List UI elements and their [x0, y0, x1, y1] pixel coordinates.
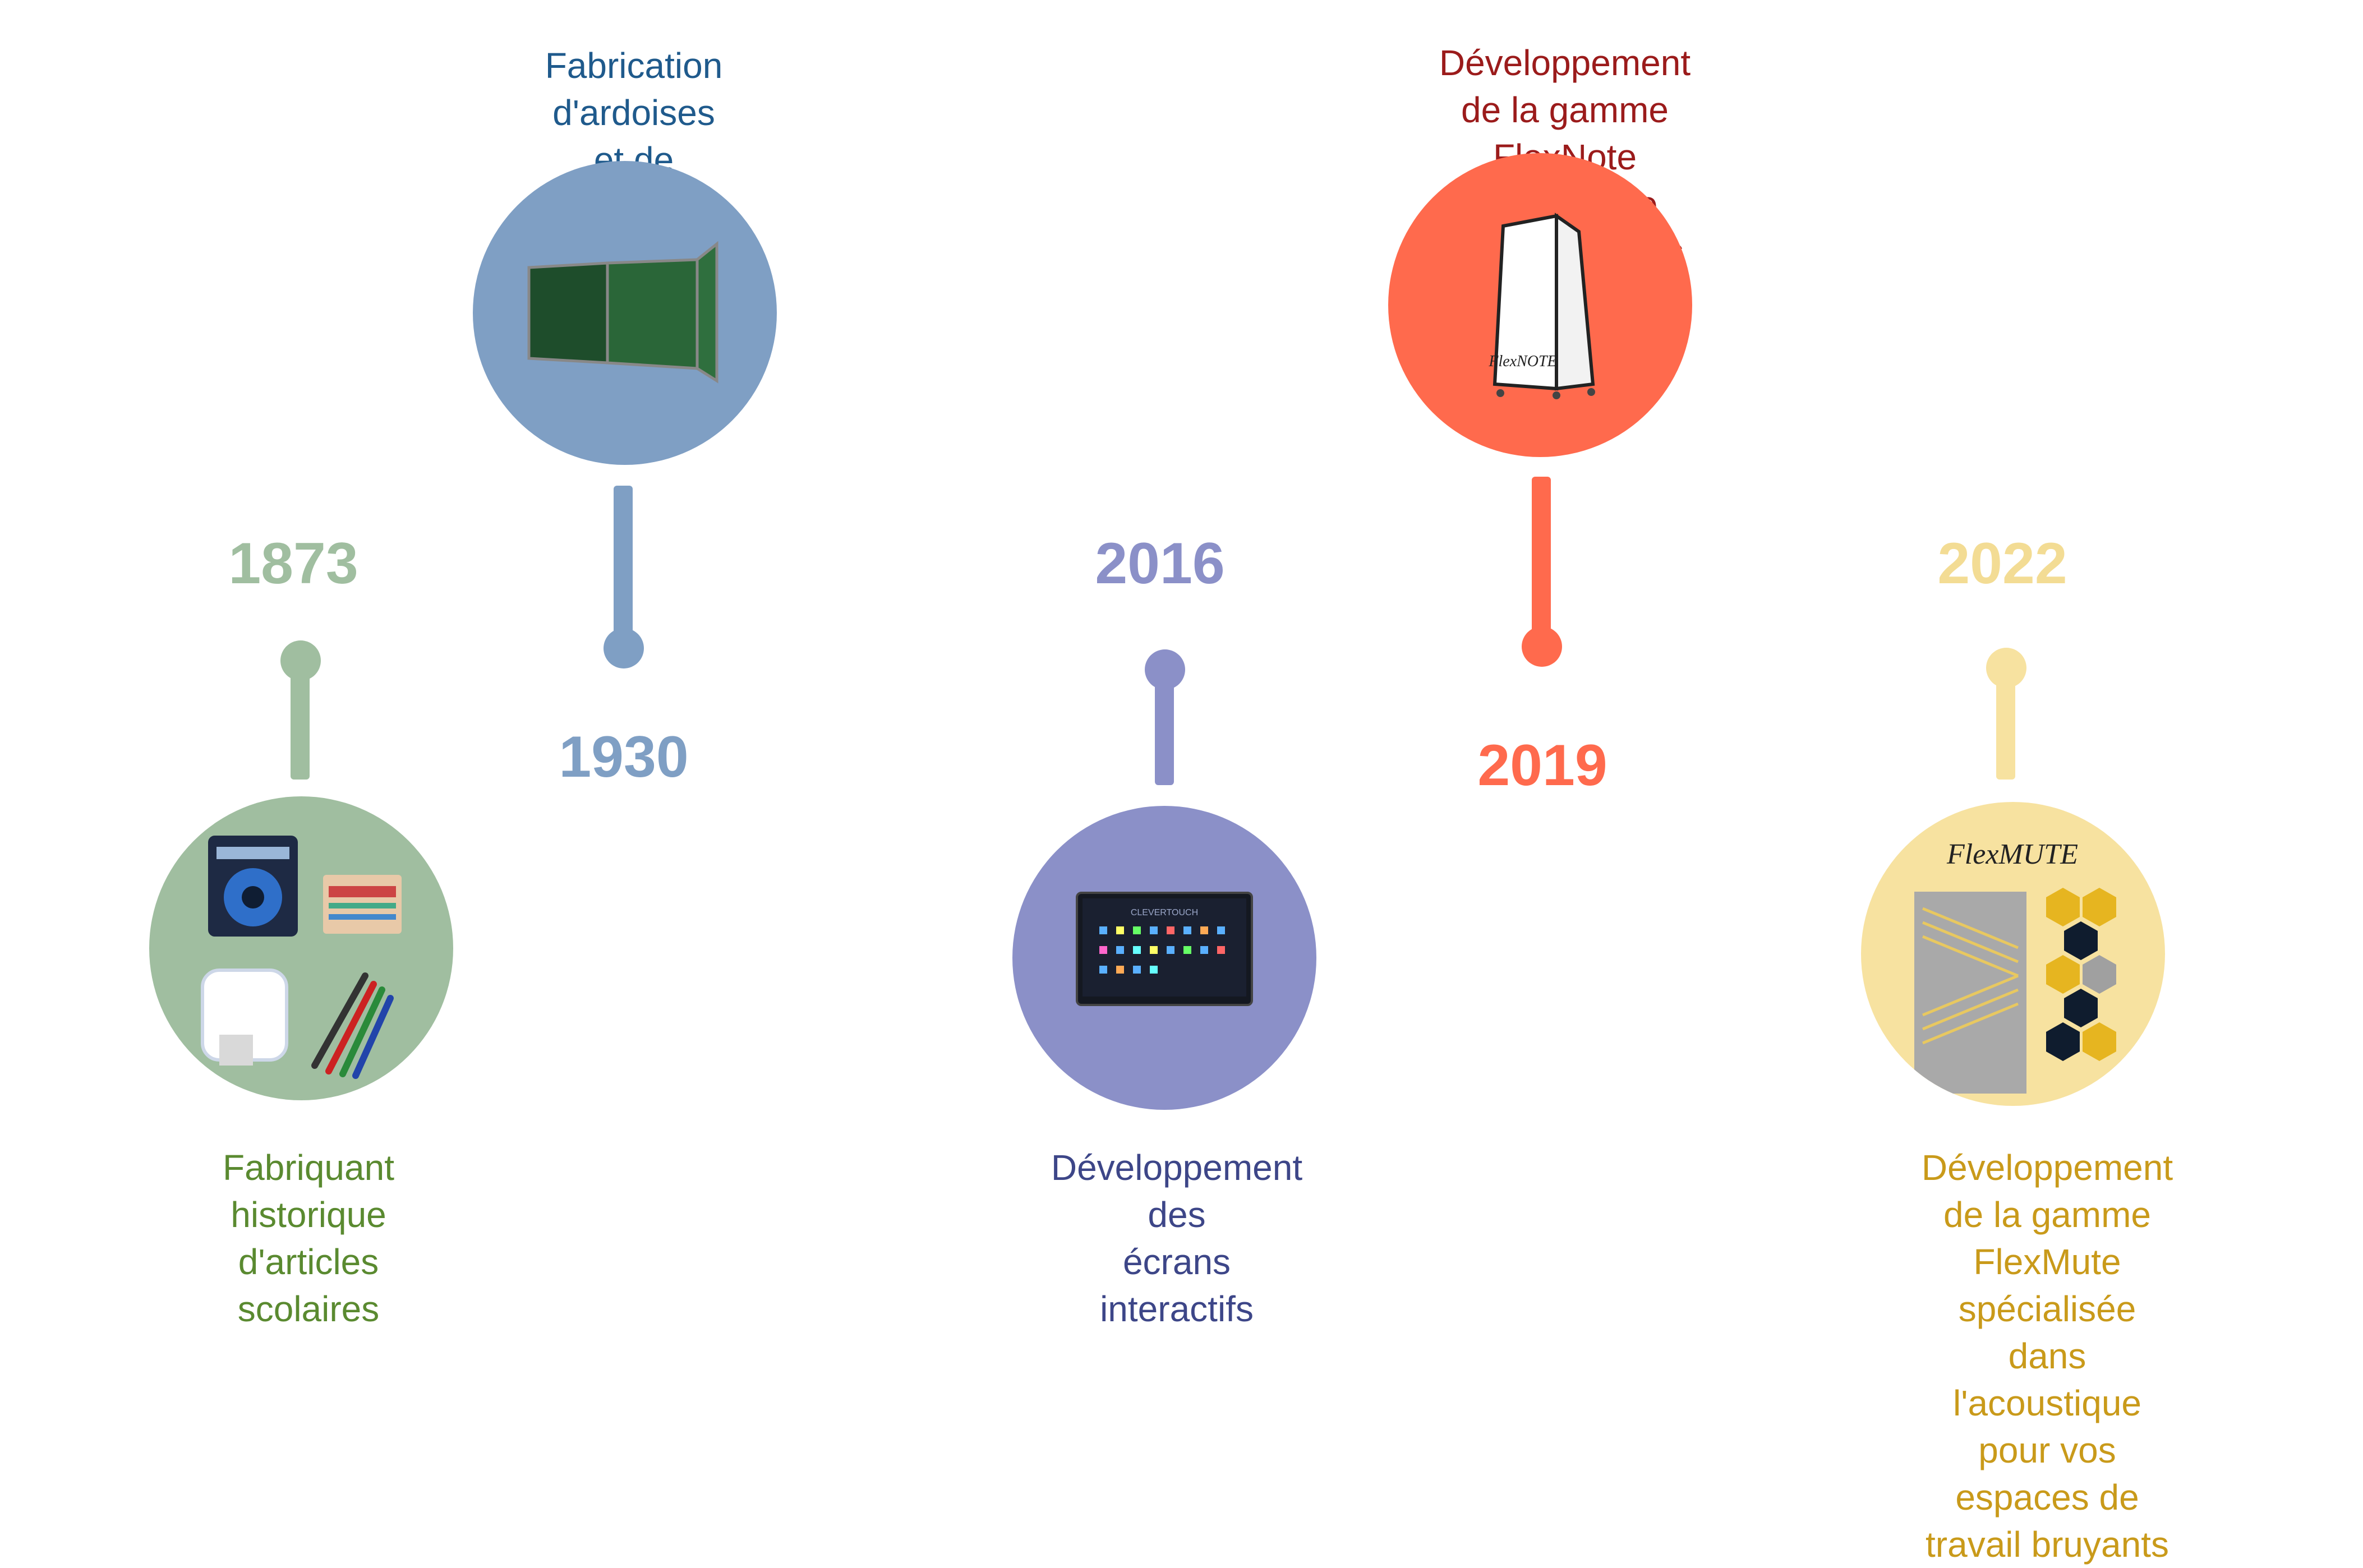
timeline-stem-2019: [1532, 477, 1551, 639]
timeline-stem-2016: [1155, 670, 1174, 785]
year-label-2016: 2016: [1095, 531, 1225, 596]
year-label-1873: 1873: [228, 531, 358, 596]
milestone-text-1873: Fabriquant historique d'articles scolair…: [223, 1147, 394, 1329]
milestone-circle-1873: [149, 796, 453, 1100]
school-supplies-icon: [201, 836, 402, 1079]
interactive-screen-icon: CLEVERTOUCH: [1076, 892, 1253, 1006]
year-label-1930: 1930: [559, 725, 689, 790]
timeline-dot-1930: [604, 628, 644, 668]
flexnote-board-icon: FlexNOTE: [1488, 213, 1595, 399]
timeline-stem-1930: [614, 486, 633, 648]
flexmute-logo: FlexMUTE: [1946, 838, 2078, 870]
milestone-text-2022: Développement de la gamme FlexMute spéci…: [1921, 1147, 2173, 1565]
milestone-circle-2016: CLEVERTOUCH: [1012, 806, 1316, 1110]
year-label-2019: 2019: [1477, 733, 1607, 798]
milestone-text-2016: Développement des écrans interactifs: [1051, 1147, 1303, 1329]
chalkboard-icon: [527, 241, 718, 384]
timeline-stem-1873: [291, 662, 310, 780]
screen-brand-label: CLEVERTOUCH: [1131, 908, 1198, 917]
milestone-circle-2022: FlexMUTE: [1861, 802, 2165, 1106]
flexnote-logo: FlexNOTE: [1488, 353, 1556, 370]
milestone-circle-2019: FlexNOTE: [1388, 153, 1692, 457]
timeline-dot-2019: [1522, 626, 1562, 667]
milestone-circle-1930: [473, 161, 777, 465]
acoustic-panel-icon: FlexMUTE: [1914, 838, 2116, 1094]
timeline-stem-2022: [1996, 667, 2015, 780]
year-label-2022: 2022: [1937, 531, 2067, 596]
